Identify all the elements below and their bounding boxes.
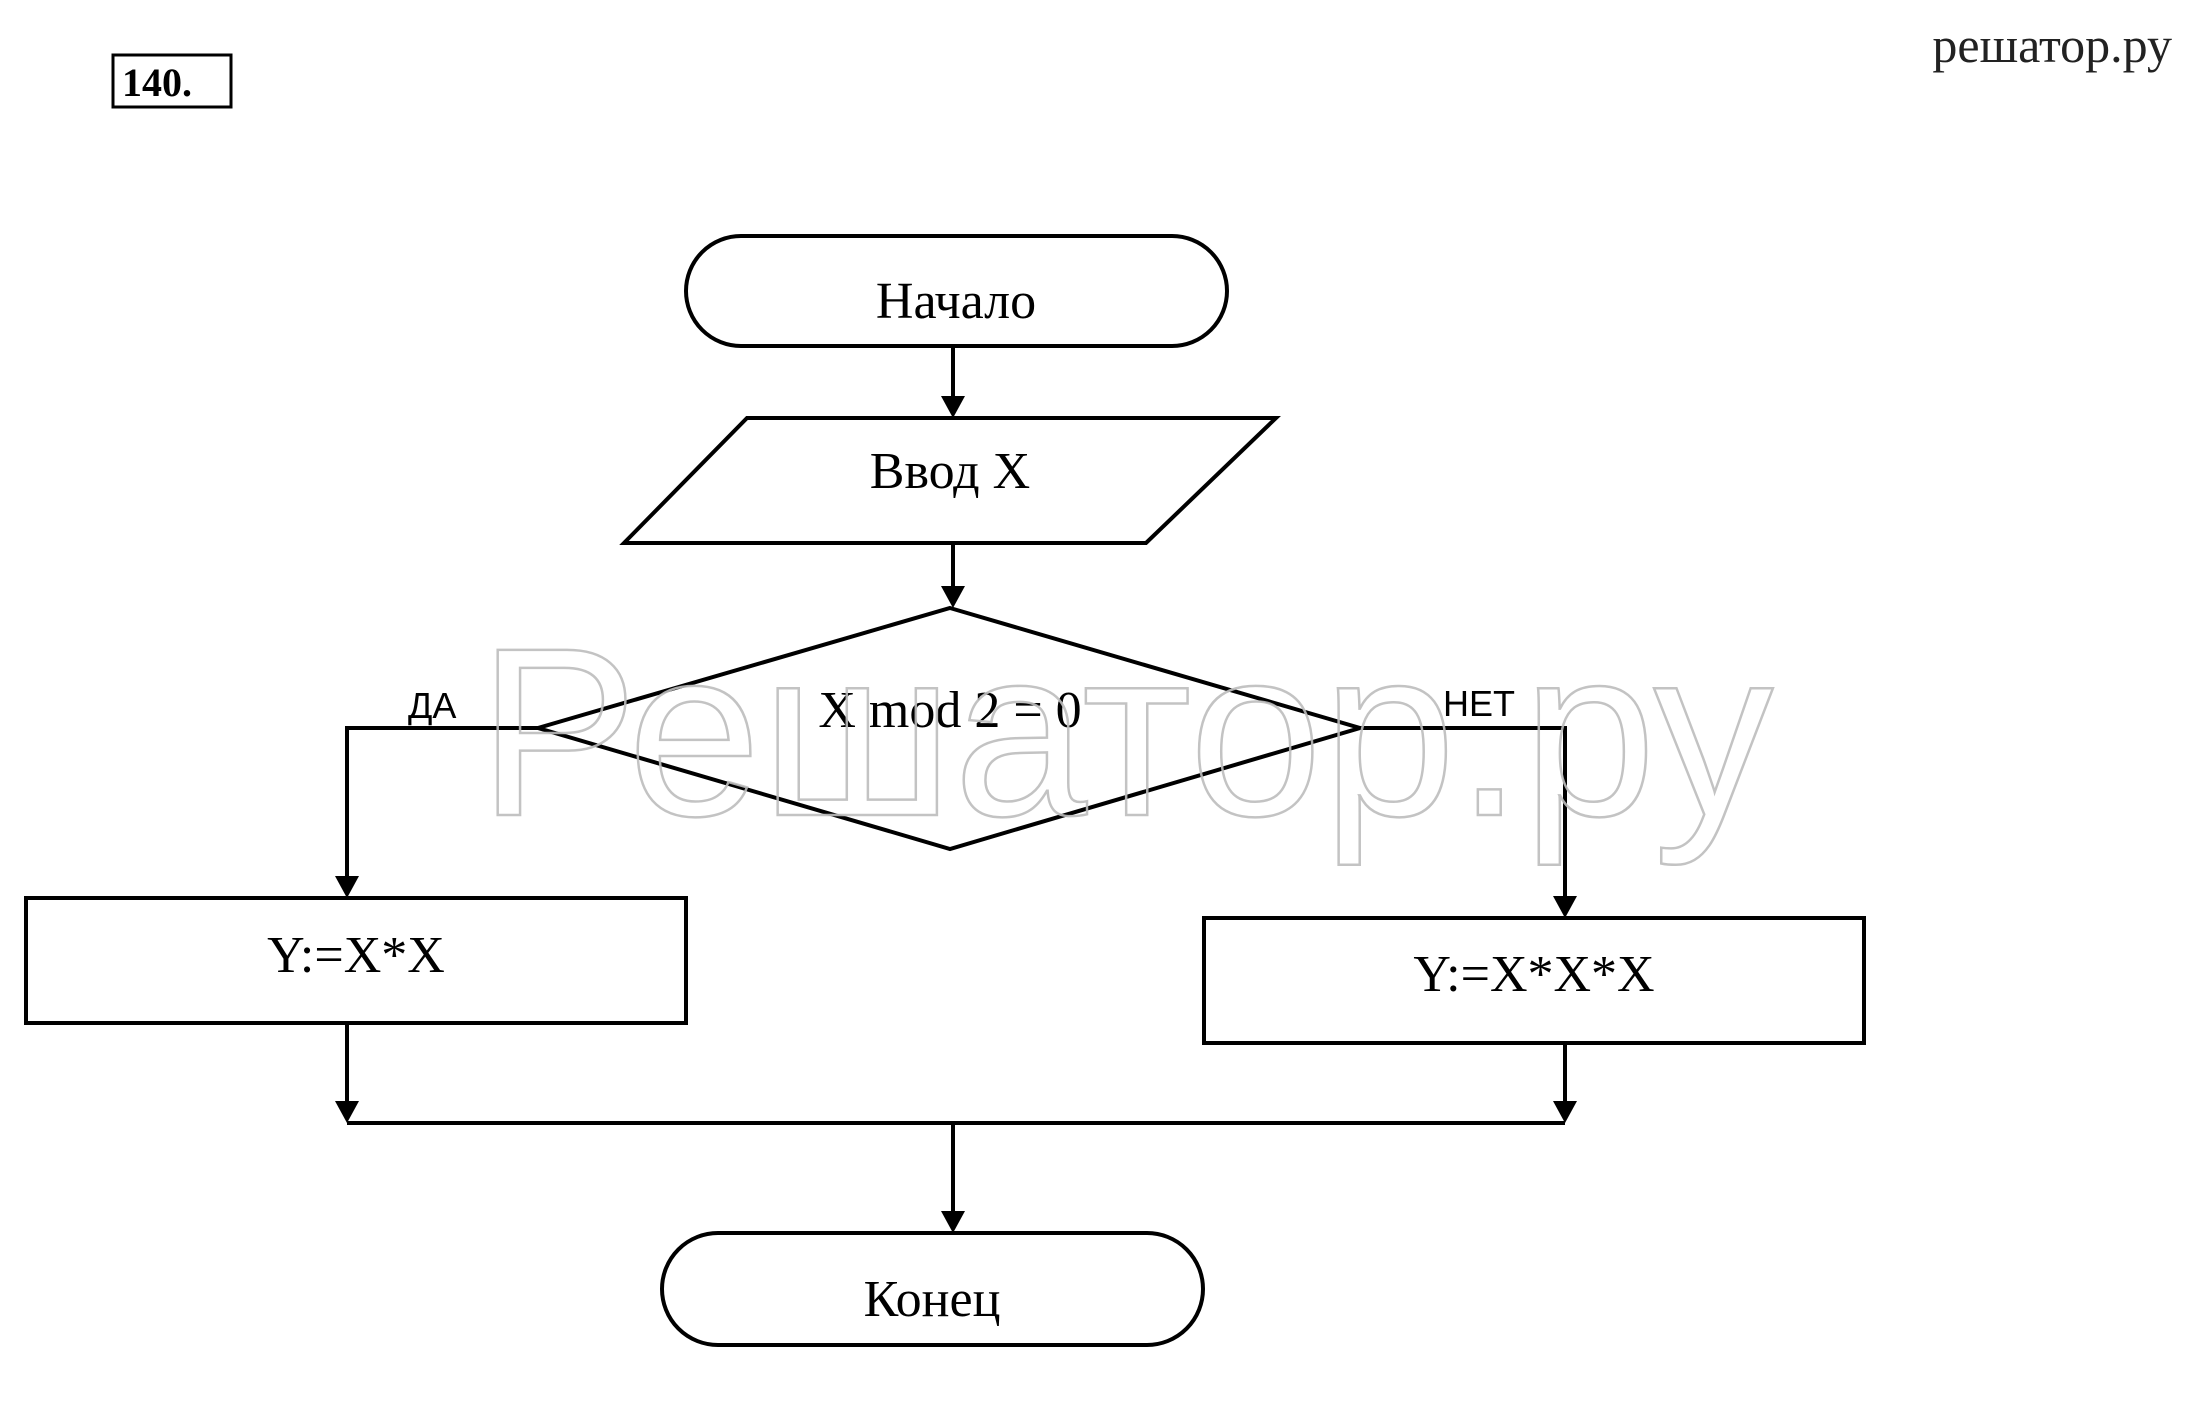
arrowhead-yes-action xyxy=(335,876,359,898)
connectors xyxy=(335,346,1577,1233)
watermark: Решатор.ру xyxy=(478,598,1773,866)
no-action-rect xyxy=(1202,916,1866,1045)
arrowhead-no-merge xyxy=(1553,1101,1577,1123)
condition-node: X mod 2 = 0 xyxy=(530,605,1368,852)
arrowhead-yes-merge xyxy=(335,1101,359,1123)
no-action-label: Y:=X*X*X xyxy=(1413,946,1654,1003)
connector-yes-branch xyxy=(345,726,538,878)
arrowhead-condition xyxy=(941,586,965,608)
site-name: решатор.ру xyxy=(1932,17,2172,73)
problem-number: 140. xyxy=(122,60,192,105)
arrowhead-end xyxy=(941,1211,965,1233)
arrowhead-input xyxy=(941,396,965,418)
connector-no-branch xyxy=(1360,726,1567,898)
input-node: Ввод X xyxy=(619,416,1281,545)
start-node: Начало xyxy=(684,234,1229,348)
input-parallelogram-shape xyxy=(619,416,1281,545)
start-label: Начало xyxy=(876,273,1036,330)
end-terminator-shape xyxy=(660,1231,1205,1347)
yes-action-rect xyxy=(24,896,688,1025)
yes-action-node: Y:=X*X xyxy=(24,896,688,1025)
end-node: Конец xyxy=(660,1231,1205,1347)
branch-yes-label: ДА xyxy=(408,685,456,726)
no-action-node: Y:=X*X*X xyxy=(1202,916,1866,1045)
branch-no-label: НЕТ xyxy=(1443,683,1515,724)
start-terminator-shape xyxy=(684,234,1229,348)
end-label: Конец xyxy=(864,1271,1001,1328)
condition-diamond-shape xyxy=(530,605,1368,852)
input-label: Ввод X xyxy=(870,443,1030,500)
problem-number-box: 140. xyxy=(111,53,233,109)
yes-action-label: Y:=X*X xyxy=(267,927,445,984)
condition-label: X mod 2 = 0 xyxy=(818,682,1081,739)
arrowhead-no-action xyxy=(1553,896,1577,918)
